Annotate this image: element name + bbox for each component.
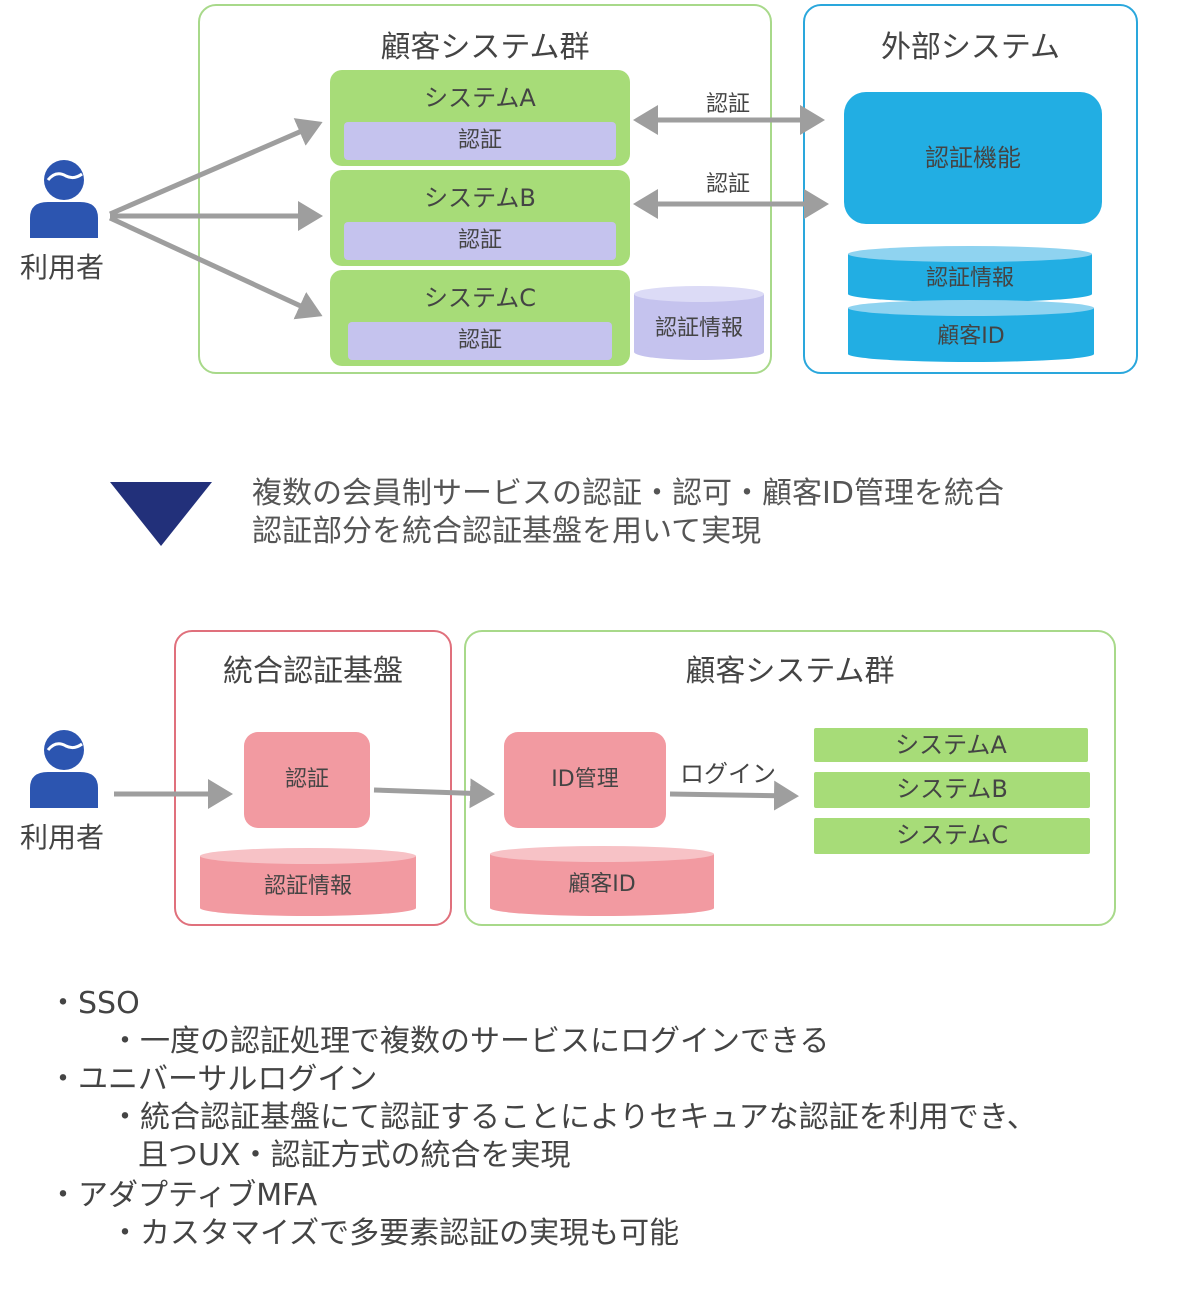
integrated-group-title: 統合認証基盤 [223, 654, 403, 689]
system-a-bar: システムA [814, 728, 1088, 762]
auth-info-db-label: 認証情報 [654, 316, 743, 341]
id-management-label: ID管理 [551, 767, 619, 792]
summary-line-2: 認証部分を統合認証基盤を用いて実現 [252, 514, 762, 549]
customer-group-title-bottom: 顧客システム群 [685, 654, 895, 689]
system-c-box: システムC 認証 [330, 270, 630, 366]
bullet-sso: ・SSO [48, 986, 140, 1021]
bullet-universal-login-detail-2: 且つUX・認証方式の統合を実現 [138, 1138, 571, 1173]
system-b-box: システムB 認証 [330, 170, 630, 266]
system-c-label: システムC [423, 284, 537, 312]
user-icon [26, 158, 102, 238]
auth-function-box: 認証機能 [844, 92, 1102, 224]
external-group-title: 外部システム [880, 30, 1061, 65]
user-label-bottom: 利用者 [20, 821, 105, 854]
system-b-label: システムB [424, 184, 536, 212]
system-b-bar: システムB [814, 772, 1090, 808]
system-b-auth: 認証 [344, 222, 616, 260]
ext-customer-id-db: 顧客ID [848, 300, 1094, 362]
auth-info-db-bottom: 認証情報 [200, 848, 416, 916]
arrow-user-to-c [108, 215, 323, 320]
arrow-id-to-systems [669, 780, 799, 811]
bullet-adaptive-mfa: ・アダプティブMFA [48, 1178, 318, 1213]
down-triangle-icon [110, 482, 212, 546]
auth-box: 認証 [244, 732, 370, 828]
ext-auth-info-db: 認証情報 [848, 246, 1092, 302]
id-management-box: ID管理 [504, 732, 666, 828]
auth-info-db-bottom-label: 認証情報 [263, 874, 352, 899]
top-arrows [108, 105, 829, 320]
system-a-auth: 認証 [344, 122, 616, 160]
system-c-auth: 認証 [348, 322, 612, 360]
bullet-sso-detail: ・一度の認証処理で複数のサービスにログインできる [110, 1024, 830, 1059]
user-label: 利用者 [20, 251, 105, 284]
bullet-universal-login: ・ユニバーサルログイン [48, 1062, 378, 1097]
customer-group-title: 顧客システム群 [380, 30, 590, 65]
bottom-arrows [114, 778, 799, 811]
system-c-bar: システムC [814, 818, 1090, 854]
auth-info-db-top: 認証情報 [634, 286, 764, 360]
ext-auth-info-label: 認証情報 [925, 266, 1014, 291]
login-label: ログイン [680, 760, 776, 788]
bullet-adaptive-mfa-detail: ・カスタマイズで多要素認証の実現も可能 [110, 1216, 680, 1251]
arrow-user-to-a [109, 118, 323, 217]
customer-id-db-bottom-label: 顧客ID [568, 872, 636, 897]
system-a-label: システムA [424, 84, 536, 112]
bullet-universal-login-detail-1: ・統合認証基盤にて認証することによりセキュアな認証を利用でき、 [110, 1100, 1037, 1135]
summary-line-1: 複数の会員制サービスの認証・認可・顧客ID管理を統合 [252, 476, 1004, 511]
customer-id-db-bottom: 顧客ID [490, 846, 714, 916]
auth-box-label: 認証 [284, 767, 329, 792]
system-a-box: システムA 認証 [330, 70, 630, 166]
arrow-auth-to-id [373, 778, 495, 809]
auth-function-label: 認証機能 [925, 144, 1021, 172]
user-icon [26, 728, 102, 808]
ext-customer-id-label: 顧客ID [937, 324, 1005, 349]
